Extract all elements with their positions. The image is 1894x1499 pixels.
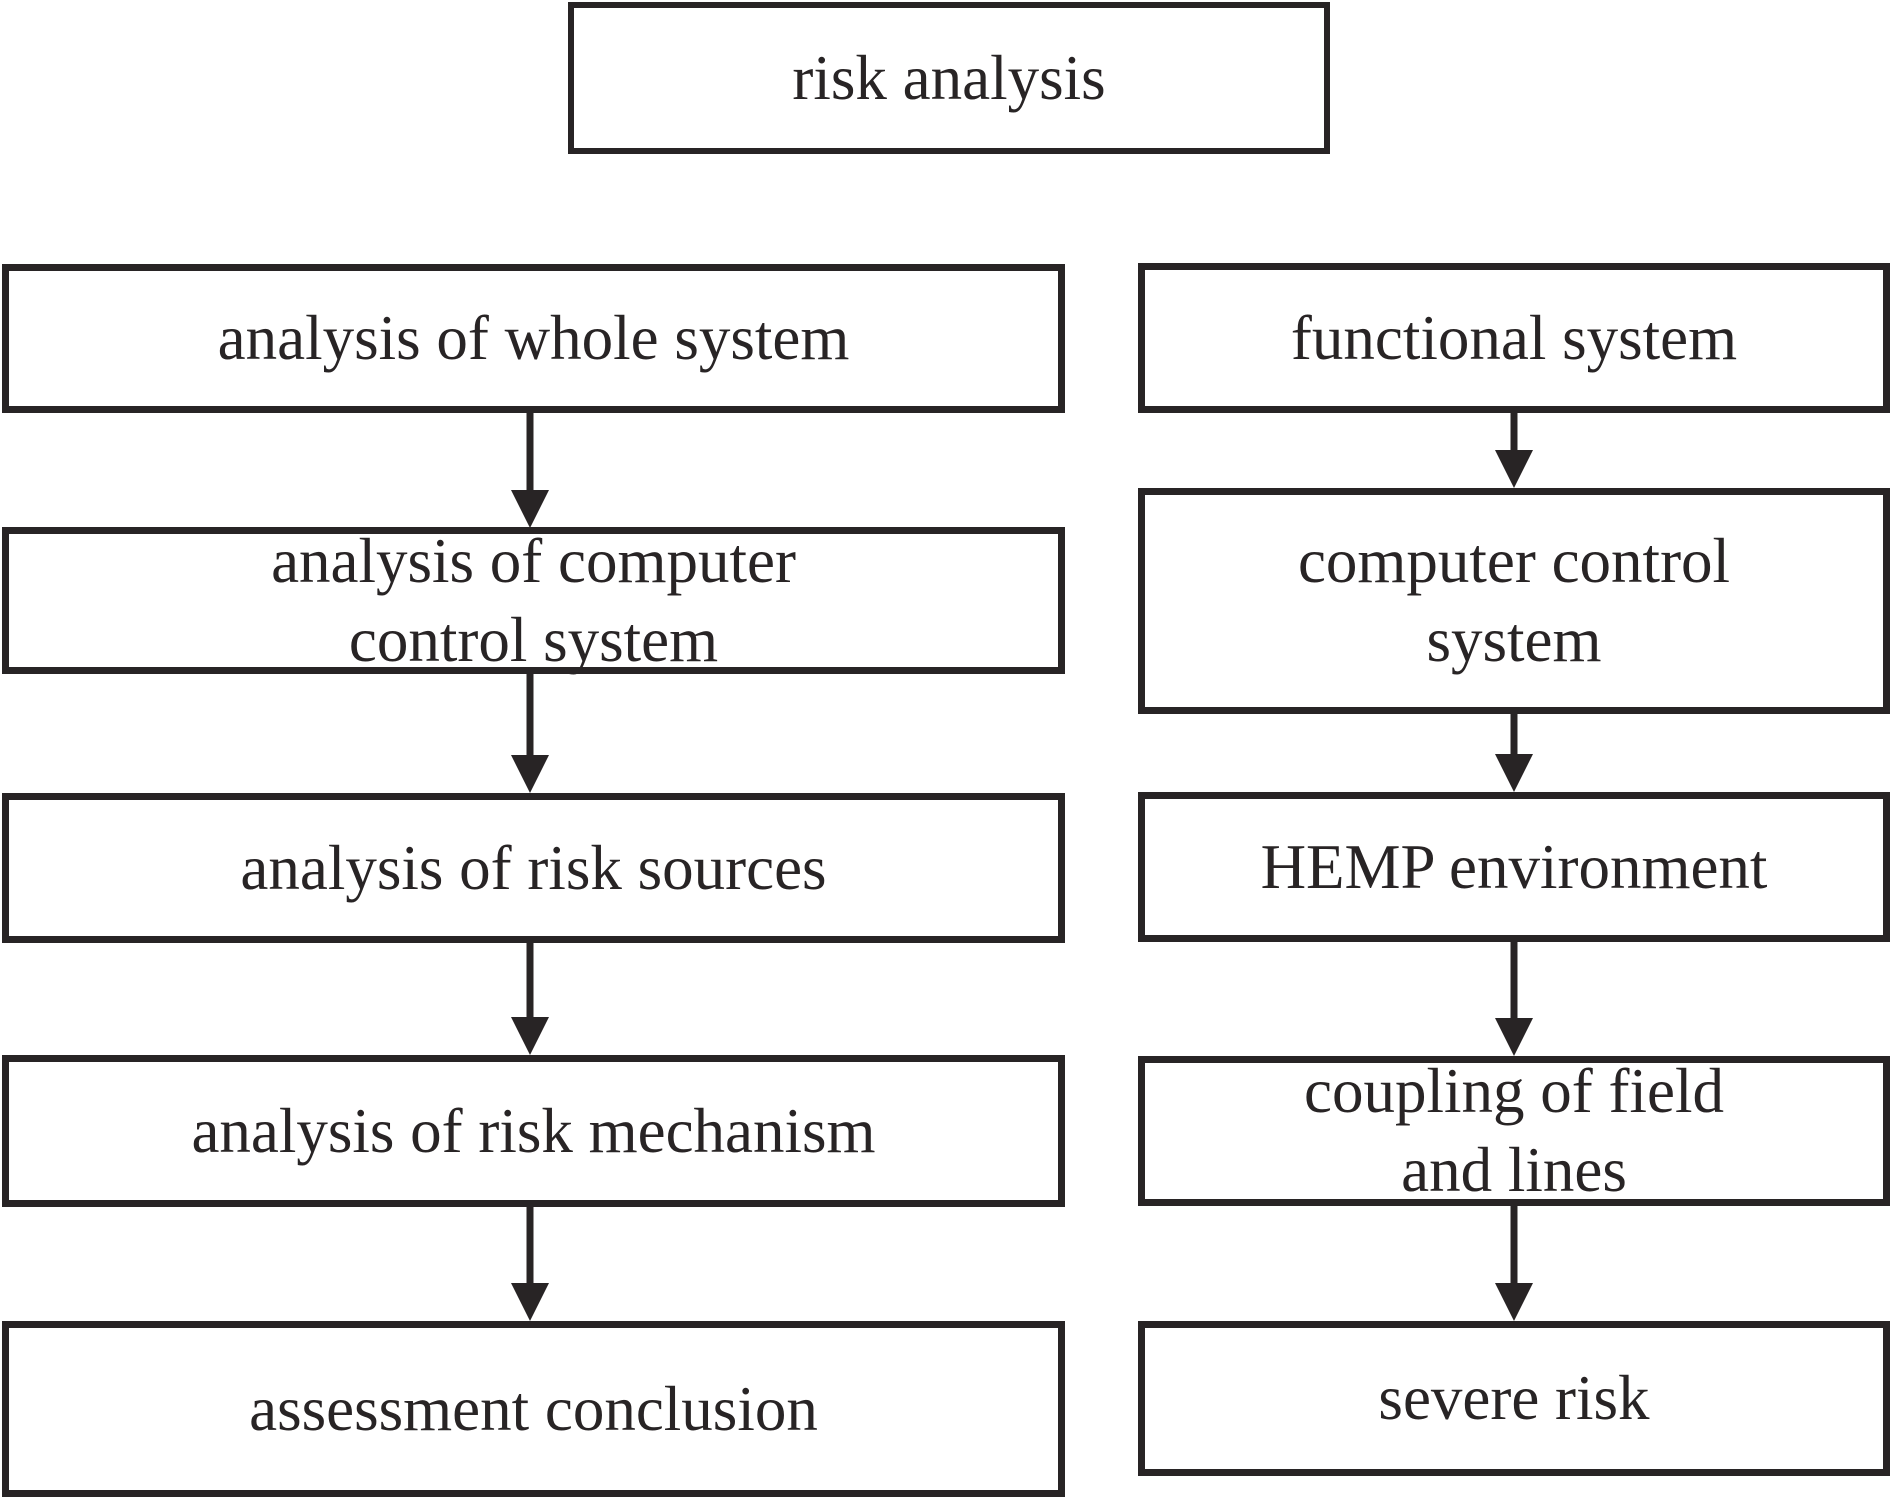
arrow-stem bbox=[526, 1207, 534, 1291]
arrow-head bbox=[1495, 754, 1533, 792]
arrow-head bbox=[1495, 450, 1533, 488]
arrow-head bbox=[1495, 1018, 1533, 1056]
down-arrow-icon bbox=[1495, 413, 1533, 488]
box-analysis-of-computer-control-system: analysis of computer control system bbox=[2, 526, 1065, 675]
box-functional-system: functional system bbox=[1138, 263, 1890, 413]
box-analysis-of-risk-sources: analysis of risk sources bbox=[2, 793, 1065, 943]
arrow-stem bbox=[526, 943, 534, 1025]
down-arrow-icon bbox=[511, 943, 549, 1055]
box-coupling-of-field-and-lines: coupling of field and lines bbox=[1138, 1056, 1890, 1206]
box-hemp-environment: HEMP environment bbox=[1138, 792, 1890, 942]
arrow-stem bbox=[1510, 1206, 1518, 1291]
arrow-stem bbox=[1510, 942, 1518, 1026]
arrow-head bbox=[511, 1283, 549, 1321]
box-assessment-conclusion: assessment conclusion bbox=[2, 1321, 1065, 1497]
arrow-head bbox=[511, 755, 549, 793]
arrow-stem bbox=[1510, 413, 1518, 466]
box-analysis-of-risk-mechanism: analysis of risk mechanism bbox=[2, 1055, 1065, 1207]
box-severe-risk: severe risk bbox=[1138, 1321, 1890, 1476]
box-analysis-of-whole-system: analysis of whole system bbox=[2, 264, 1065, 413]
arrow-head bbox=[1495, 1283, 1533, 1321]
box-computer-control-system: computer control system bbox=[1138, 488, 1890, 714]
arrow-stem bbox=[1510, 714, 1518, 770]
arrow-stem bbox=[526, 413, 534, 498]
box-risk-analysis: risk analysis bbox=[568, 2, 1330, 154]
down-arrow-icon bbox=[1495, 1206, 1533, 1321]
down-arrow-icon bbox=[511, 674, 549, 793]
arrow-head bbox=[511, 490, 549, 528]
down-arrow-icon bbox=[1495, 942, 1533, 1056]
arrow-head bbox=[511, 1017, 549, 1055]
down-arrow-icon bbox=[511, 413, 549, 528]
down-arrow-icon bbox=[511, 1207, 549, 1321]
down-arrow-icon bbox=[1495, 714, 1533, 792]
arrow-stem bbox=[526, 674, 534, 763]
